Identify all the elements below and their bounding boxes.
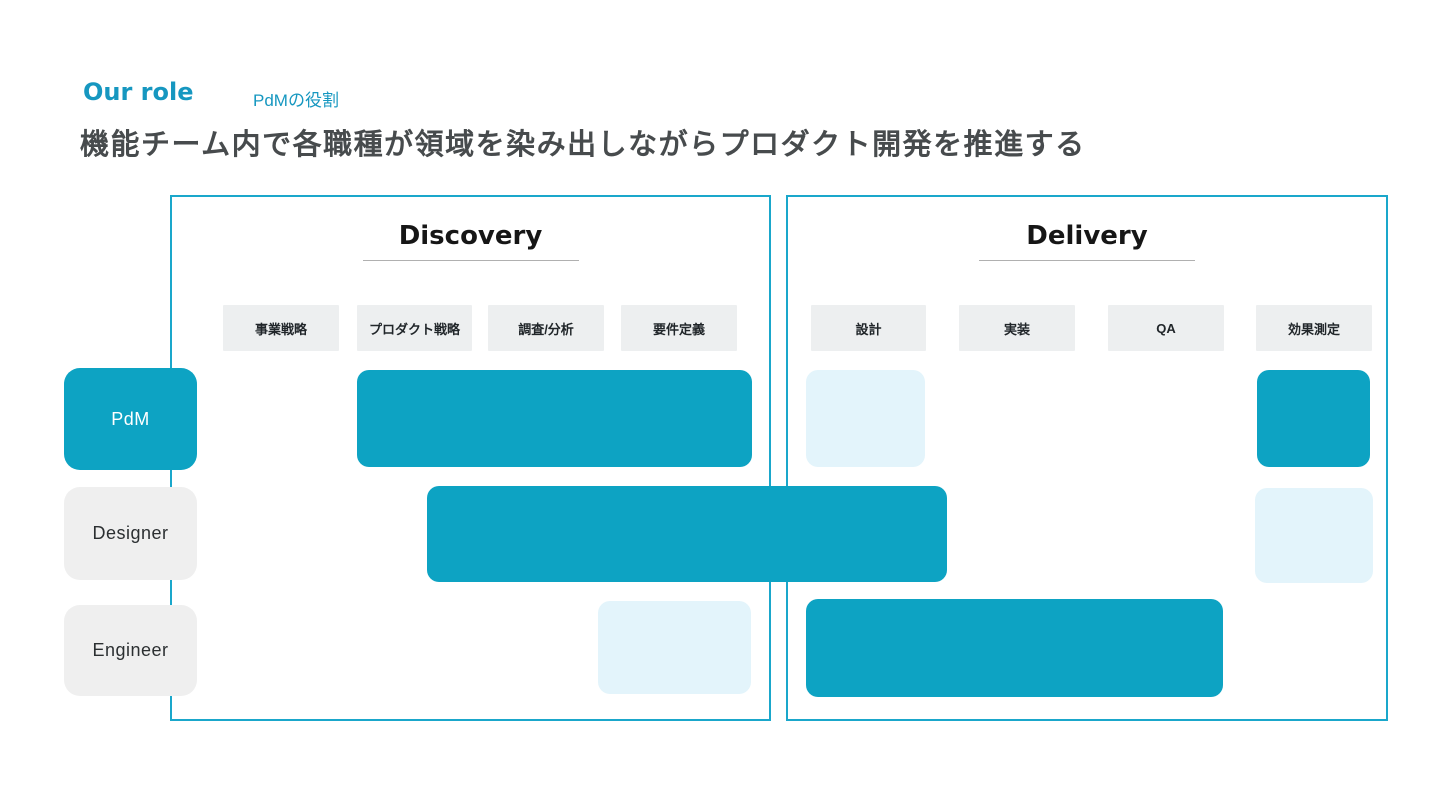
discovery-title-underline: [362, 260, 579, 261]
column-header-qa: QA: [1108, 305, 1224, 351]
delivery-panel: Delivery: [786, 195, 1388, 721]
discovery-panel: Discovery: [170, 195, 771, 721]
discovery-panel-title: Discovery: [398, 221, 543, 251]
column-header-requirements-definition: 要件定義: [621, 305, 737, 351]
role-box-pdm: PdM: [64, 368, 197, 470]
section-label-en: Our role: [83, 78, 194, 106]
column-header-business-strategy: 事業戦略: [223, 305, 339, 351]
role-label-designer: Designer: [92, 523, 169, 543]
slide-title: 機能チーム内で各職種が領域を染み出しながらプロダクト開発を推進する: [80, 129, 1086, 161]
delivery-panel-title: Delivery: [1026, 221, 1148, 251]
section-label-ja: PdMの役割: [253, 91, 339, 110]
column-header-design: 設計: [811, 305, 926, 351]
role-label-engineer: Engineer: [92, 640, 169, 660]
column-header-research-analysis: 調査/分析: [488, 305, 604, 351]
delivery-title-underline: [979, 260, 1195, 261]
column-header-implementation: 実装: [959, 305, 1075, 351]
role-box-engineer: Engineer: [64, 605, 197, 696]
column-header-impact-measurement: 効果測定: [1256, 305, 1372, 351]
role-box-designer: Designer: [64, 487, 197, 580]
column-header-product-strategy: プロダクト戦略: [357, 305, 472, 351]
role-label-pdm: PdM: [111, 408, 150, 429]
